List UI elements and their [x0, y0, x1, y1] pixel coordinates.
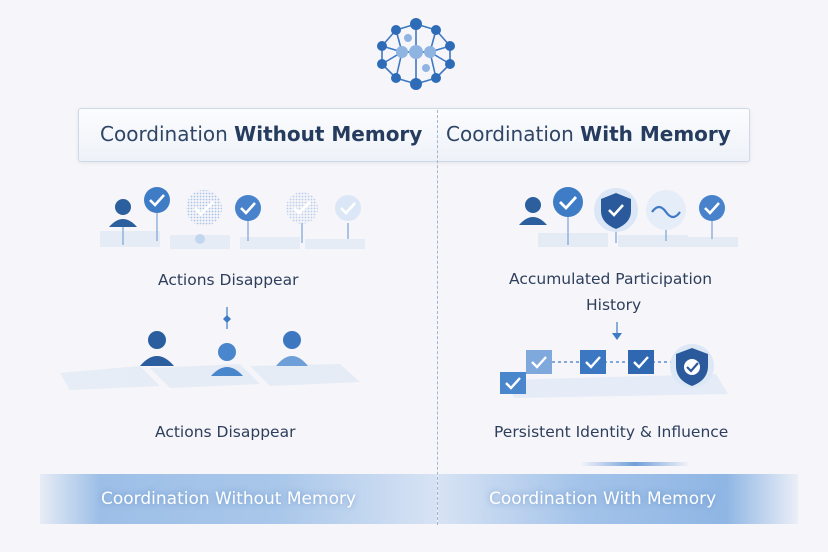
- left-fading-actions-illustration: [100, 187, 365, 249]
- right-down-arrow-icon: [612, 322, 622, 340]
- network-logo-icon: [377, 18, 455, 90]
- left-top-label: Actions Disappear: [158, 271, 299, 289]
- right-bottom-label: Persistent Identity & Influence: [494, 423, 729, 441]
- right-top-label-line2: History: [586, 296, 642, 314]
- right-glow-bar: [580, 462, 690, 466]
- right-top-label-line1: Accumulated Participation: [509, 270, 713, 288]
- footer-left-band: [40, 474, 437, 524]
- header-left-title: Coordination Without Memory: [100, 122, 423, 146]
- center-divider: [437, 110, 438, 525]
- left-bottom-label: Actions Disappear: [155, 423, 296, 441]
- right-check-chain-illustration: [500, 344, 728, 398]
- person-icon-3: [276, 331, 308, 366]
- person-icon: [109, 199, 137, 227]
- right-accumulated-illustration: [519, 187, 738, 247]
- footer-right-band: [438, 474, 798, 524]
- footer-right-label: Coordination With Memory: [489, 489, 717, 509]
- person-icon-2: [211, 343, 243, 376]
- footer-left-label: Coordination Without Memory: [101, 489, 357, 509]
- person-icon: [519, 197, 547, 225]
- left-people-illustration: [60, 331, 360, 390]
- person-icon-1: [140, 331, 174, 366]
- left-connector-icon: [223, 307, 231, 329]
- header-right-title: Coordination With Memory: [446, 122, 731, 146]
- header-box: [78, 108, 750, 162]
